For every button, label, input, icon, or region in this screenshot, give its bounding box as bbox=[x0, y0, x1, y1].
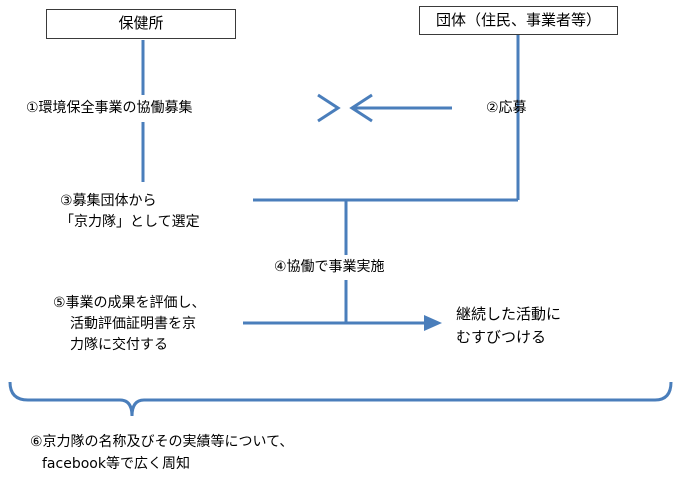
step6-label-line2: facebook等で広く周知 bbox=[42, 456, 190, 472]
arrow-head-icon bbox=[424, 315, 442, 331]
step5-label-line1: ⑤事業の成果を評価し、 bbox=[53, 295, 206, 311]
bottom-brace-icon bbox=[8, 381, 673, 417]
step5-label-line3: 力隊に交付する bbox=[70, 337, 168, 353]
step2-label: ②応募 bbox=[486, 100, 527, 116]
health-center-box: 保健所 bbox=[46, 9, 236, 39]
step3-label-line1: ③募集団体から bbox=[60, 193, 157, 209]
organization-box: 団体（住民、事業者等） bbox=[419, 6, 618, 35]
step1-label: ①環境保全事業の協働募集 bbox=[26, 100, 193, 116]
step5-label-line2: 活動評価証明書を京 bbox=[70, 316, 196, 332]
outcome-label-line1: 継続した活動に bbox=[456, 305, 562, 323]
step3-label-line2: 「京力隊」として選定 bbox=[60, 214, 200, 230]
step4-label: ④協働で事業実施 bbox=[274, 259, 385, 275]
step6-label-line1: ⑥京力隊の名称及びその実績等について、 bbox=[30, 434, 294, 450]
outcome-label-line2: むすびつける bbox=[456, 328, 547, 346]
chevron-right-icon bbox=[317, 93, 341, 123]
